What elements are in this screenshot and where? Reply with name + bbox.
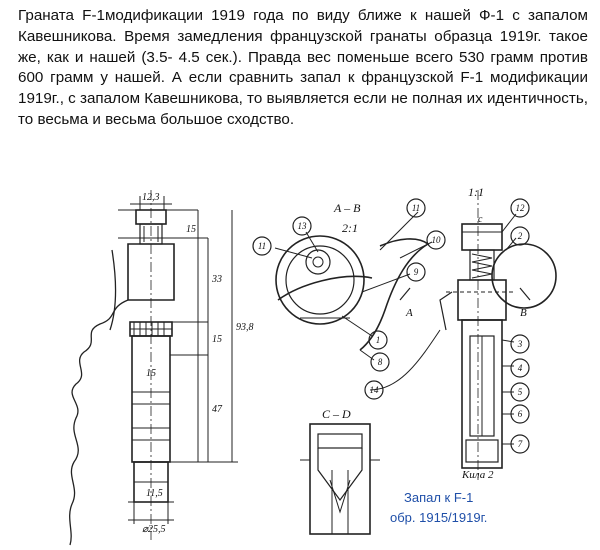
dim-15-mid: 15 — [212, 334, 222, 345]
cut-mark-a: A — [405, 307, 413, 319]
callout-11-b: 11 — [412, 203, 420, 213]
callout-12: 12 — [516, 203, 526, 213]
callout-circles — [252, 198, 530, 454]
dim-15-inner: 15 — [146, 368, 156, 379]
callout-4: 4 — [518, 363, 523, 373]
callout-10: 10 — [432, 235, 442, 245]
top-letter-c: c — [478, 214, 483, 225]
dim-33: 33 — [211, 274, 222, 285]
dim-11-5: 11,5 — [146, 488, 163, 499]
article-paragraph: Граната F-1модификации 1919 года по виду… — [18, 7, 588, 128]
section-cd-view — [300, 423, 380, 535]
dim-diameter: ⌀25,5 — [142, 524, 166, 535]
callout-11-a: 11 — [258, 241, 266, 251]
cut-mark-b: B — [520, 307, 527, 319]
callout-3: 3 — [517, 339, 523, 349]
section-ab-view — [274, 211, 441, 391]
fuze-side-view — [69, 190, 238, 546]
callout-9: 9 — [414, 267, 419, 277]
dim-12-3: 12,3 — [142, 192, 160, 203]
section-labels: A – B 2:1 C – D 1:1 A B c Кила 2 — [322, 185, 527, 481]
callout-14: 14 — [370, 385, 380, 395]
dimension-labels: 12,3 15 15 47 93,8 33 15 11,5 ⌀25,5 — [142, 192, 254, 535]
caption-line-2: обр. 1915/1919г. — [390, 510, 487, 525]
callout-8: 8 — [378, 357, 383, 367]
section-cd-label: C – D — [322, 407, 351, 421]
scale-right-label: 1:1 — [468, 185, 484, 199]
section-ab-label: A – B — [333, 201, 361, 215]
dim-47: 47 — [212, 404, 223, 415]
callout-6: 5 — [518, 387, 523, 397]
caption-line-1: Запал к F-1 — [404, 490, 473, 505]
figure-label: Кила 2 — [461, 469, 494, 481]
fuze-section-view — [399, 190, 557, 480]
callout-1: 1 — [376, 335, 381, 345]
callout-7: 6 — [518, 409, 523, 419]
caption: Запал к F-1 обр. 1915/1919г. — [390, 490, 487, 525]
callout-numbers: 11 13 11 10 9 1 8 14 12 2 3 4 5 6 7 — [258, 203, 525, 449]
section-ab-scale: 2:1 — [342, 221, 358, 235]
callout-2: 2 — [518, 231, 523, 241]
callout-5: 7 — [518, 439, 523, 449]
dim-15-top: 15 — [186, 224, 196, 235]
dim-93-8: 93,8 — [236, 322, 254, 333]
callout-13: 13 — [298, 221, 308, 231]
